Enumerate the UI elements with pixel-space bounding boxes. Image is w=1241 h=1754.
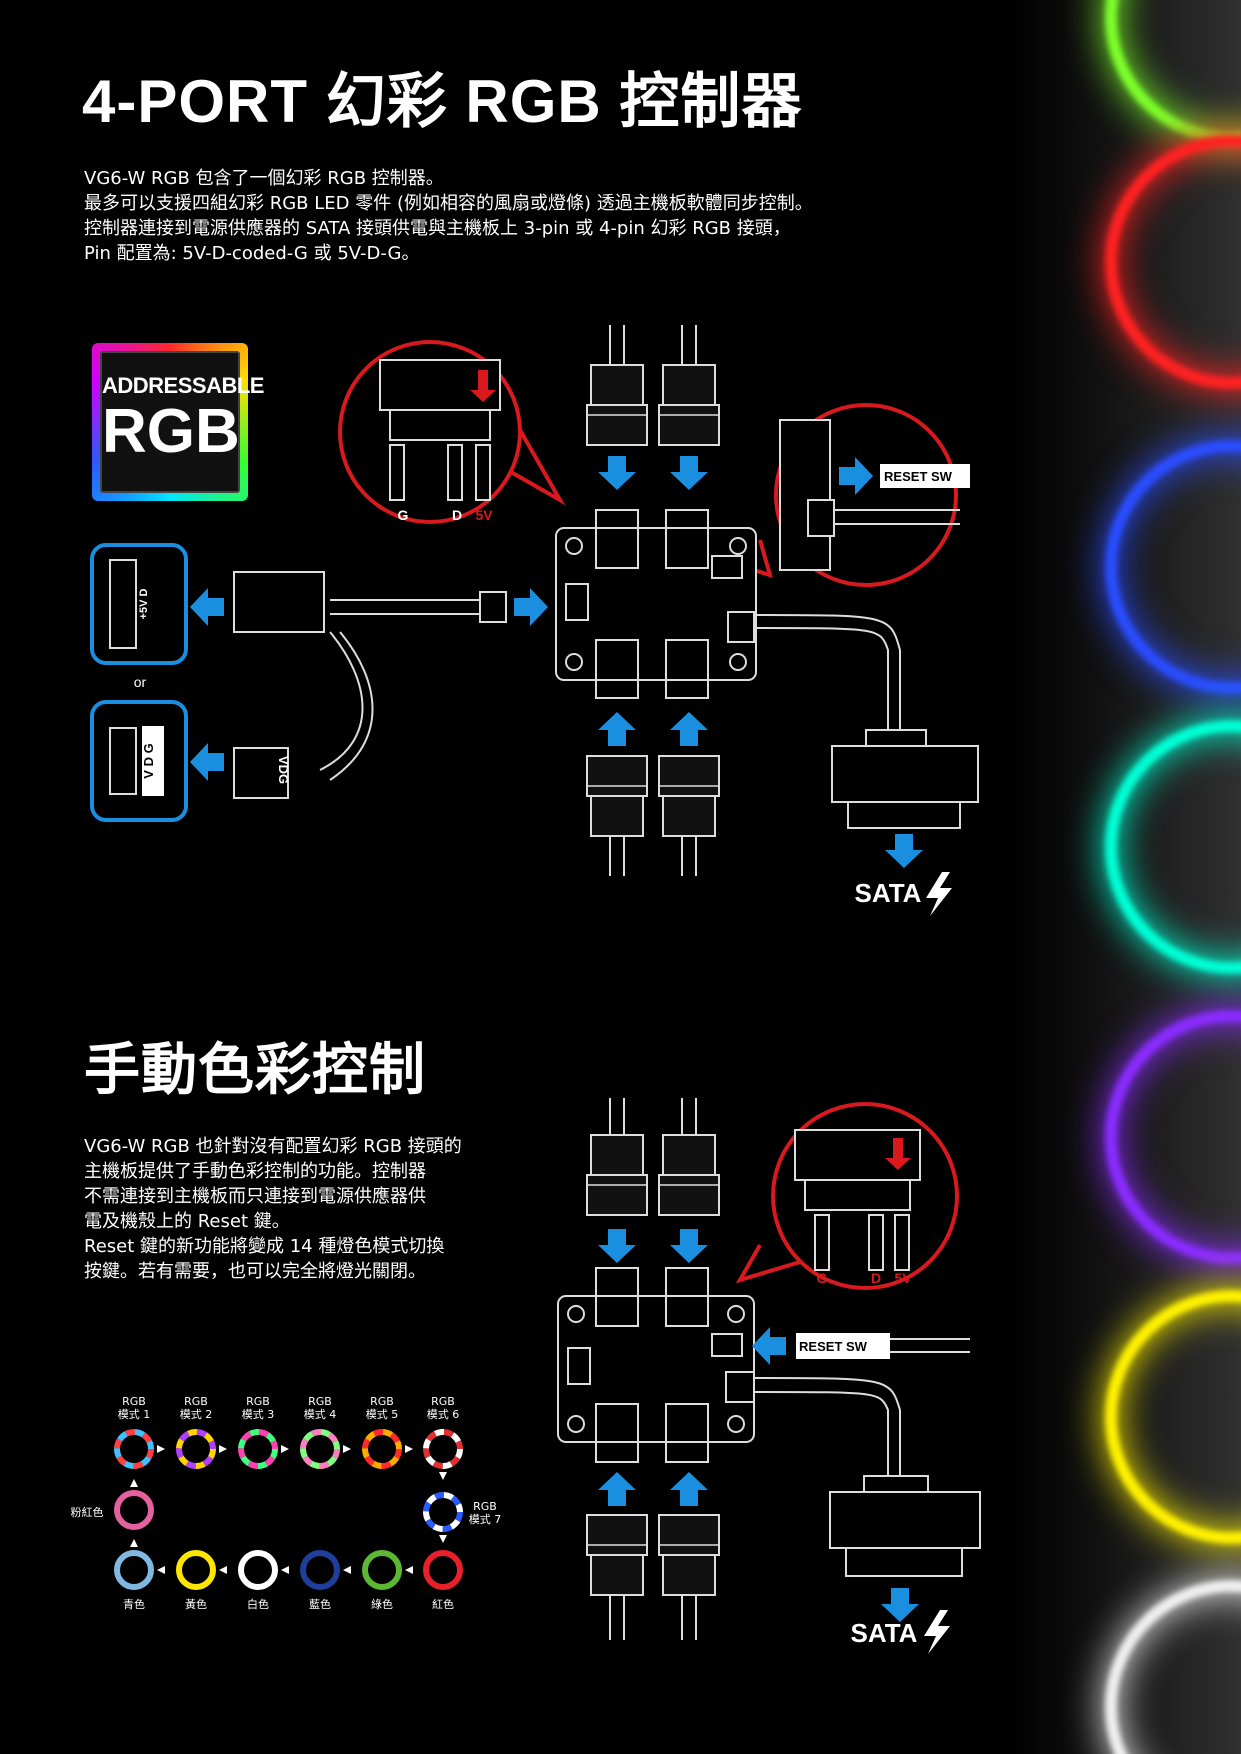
controller-board-1 [555,509,757,699]
mode-ring-6 [423,1429,463,1469]
color-label: 黃色 [185,1598,207,1611]
bottom-connectors-2 [586,1514,720,1640]
top-connectors-1 [586,325,720,446]
color-label: 藍色 [309,1598,331,1611]
reset-sw-label-2: RESET SW [799,1339,868,1354]
sata-label-2: SATA [851,1618,918,1648]
glow-ring-yellow [1105,1290,1241,1544]
color-ring-cyan [114,1550,154,1590]
sata-connector-2 [753,1377,981,1577]
color-label: 綠色 [371,1598,393,1611]
mode-ring-3 [238,1429,278,1469]
section2-line: 按鍵。若有需要，也可以完全將燈光關閉。 [84,1261,426,1282]
mb-header-4pin [90,543,188,665]
top-connectors-2 [586,1098,720,1216]
pinout-callout-2 [735,1102,959,1290]
mode-ring-1 [114,1429,154,1469]
pin-label-5v-2: 5V [894,1270,912,1286]
sata-connector-1 [753,614,979,829]
section2-line: Reset 鍵的新功能將變成 14 種燈色模式切換 [84,1236,445,1257]
lightning-icon [924,1610,950,1654]
pin-label-5v: 5V [475,507,493,523]
color-label: 紅色 [432,1598,454,1611]
color-ring-red [423,1550,463,1590]
badge-main-text: RGB [102,397,240,466]
mode-ring-5 [362,1429,402,1469]
or-label: or [134,674,147,690]
reset-callout-1 [719,403,970,587]
section1-line: 控制器連接到電源供應器的 SATA 接頭供電與主機板上 3-pin 或 4-pi… [84,218,791,239]
mode-cycle-diagram [114,1429,463,1590]
mode-ring-2 [176,1429,216,1469]
section2-line: 電及機殼上的 Reset 鍵。 [84,1211,290,1232]
pinout-callout-1 [338,340,566,524]
reset-sw-label-1: RESET SW [884,469,953,484]
pin-label-g-2: G [817,1270,828,1286]
color-label: 白色 [247,1598,269,1611]
wiring-diagram-2: G D 5V RESET SW [114,1098,981,1654]
mode-ring-7 [423,1492,463,1532]
section2-line: 不需連接到主機板而只連接到電源供應器供 [84,1186,426,1207]
pin-label-d: D [452,507,462,523]
header3-label: V D G [141,743,156,778]
badge-top-text: ADDRESSABLE [102,373,264,398]
glow-ring-cyan [1105,720,1241,974]
glow-ring-white [1105,1580,1241,1754]
color-ring-blue [300,1550,340,1590]
section1-line: 最多可以支援四組幻彩 RGB LED 零件 (例如相容的風扇或燈條) 透過主機板… [84,193,813,214]
color-label: 青色 [123,1598,145,1611]
wiring-diagram-1: G D 5V RESET SW [90,325,979,916]
lightning-icon [926,872,952,916]
mode-ring-4 [300,1429,340,1469]
decorative-glow-strip [1010,0,1241,1754]
color-ring-green [362,1550,402,1590]
sata-label-1: SATA [855,878,922,908]
section1-title: 4-PORT 幻彩 RGB 控制器 [82,68,803,135]
section2-line: VG6-W RGB 也針對沒有配置幻彩 RGB 接頭的 [84,1136,462,1157]
pin-label-g: G [398,507,409,523]
glow-ring-blue [1105,440,1241,694]
section1-line: VG6-W RGB 包含了一個幻彩 RGB 控制器。 [84,168,444,189]
section1-line: Pin 配置為: 5V-D-coded-G 或 5V-D-G。 [84,243,420,264]
pin-label-d-2: D [871,1270,881,1286]
addressable-rgb-badge: ADDRESSABLE RGB [92,343,264,501]
controller-board-2 [557,1267,755,1463]
section1-description: VG6-W RGB 包含了一個幻彩 RGB 控制器。 最多可以支援四組幻彩 RG… [84,166,813,266]
header4-label: +5V D [138,589,150,620]
color-label-pink: 粉紅色 [70,1506,104,1519]
glow-ring-green [1105,0,1241,144]
glow-ring-red [1105,135,1241,389]
cable-label: VDG [276,756,291,784]
glow-ring-purple [1105,1010,1241,1264]
section2-title: 手動色彩控制 [84,1038,426,1101]
section2-description: VG6-W RGB 也針對沒有配置幻彩 RGB 接頭的 主機板提供了手動色彩控制… [84,1134,462,1284]
section2-line: 主機板提供了手動色彩控制的功能。控制器 [84,1161,426,1182]
color-ring-yellow [176,1550,216,1590]
mb-header-3pin [90,700,188,822]
bottom-connectors-1 [586,755,720,876]
color-ring-white [238,1550,278,1590]
color-ring-pink [114,1490,154,1530]
rgb-cable-1 [233,571,507,799]
reset-cable-2 [796,1333,970,1359]
